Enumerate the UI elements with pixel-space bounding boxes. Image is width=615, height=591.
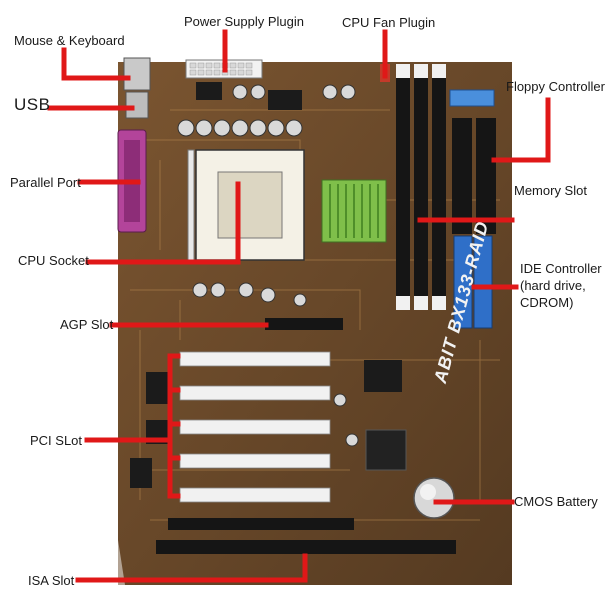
- cmos-battery-cell: [413, 477, 455, 519]
- label-floppy: Floppy Controller: [506, 79, 605, 94]
- floppy-connector-1: [452, 118, 472, 234]
- label-ide-line1: IDE Controller: [520, 261, 602, 276]
- chip-5: [364, 360, 402, 392]
- label-agp-slot: AGP Slot: [60, 317, 114, 332]
- ide-connector-2: [473, 235, 493, 329]
- leader-cpu-socket: [85, 181, 241, 265]
- cpu-socket-lever: [187, 149, 195, 261]
- label-isa-slot: ISA Slot: [28, 573, 75, 588]
- leader-pci-slot: [84, 353, 181, 443]
- label-pci-slot: PCI SLot: [30, 433, 83, 448]
- ps2-ports: [123, 57, 151, 91]
- label-mouse-keyboard: Mouse & Keyboard: [14, 33, 125, 48]
- chip-2: [196, 82, 222, 100]
- leader-floppy: [491, 97, 551, 163]
- chip-6: [130, 458, 152, 488]
- ide-raid-connector: [168, 518, 354, 530]
- leader-isa-slot: [75, 553, 308, 583]
- heatsink-fins: [329, 184, 379, 238]
- label-cmos-battery: CMOS Battery: [514, 494, 598, 509]
- leader-mouse-keyboard: [61, 47, 131, 81]
- capacitors: [177, 84, 359, 447]
- chip-1: [268, 90, 302, 110]
- agp-slot: [265, 318, 343, 330]
- label-cpu-fan: CPU Fan Plugin: [342, 15, 436, 30]
- pci-slots: [179, 351, 331, 503]
- label-ide-line3: CDROM): [520, 295, 574, 310]
- label-cpu-socket: CPU Socket: [18, 253, 89, 268]
- cpu-socket-inner: [217, 171, 283, 239]
- label-usb: USB: [14, 95, 51, 114]
- ide-connector-1: [453, 235, 473, 329]
- usb-ports: [125, 91, 149, 119]
- leader-lines: [47, 29, 551, 583]
- southbridge-chip: [365, 429, 407, 471]
- label-memory-slot: Memory Slot: [514, 183, 587, 198]
- dip-switch: [449, 89, 495, 107]
- label-ide-line2: (hard drive,: [520, 278, 586, 293]
- isa-slot: [156, 540, 456, 554]
- leader-pci-5: [167, 437, 181, 499]
- memory-slots: [396, 64, 446, 310]
- cmos-battery-highlight: [420, 484, 436, 500]
- power-connector-pins: [189, 62, 253, 76]
- label-parallel-port: Parallel Port: [10, 175, 81, 190]
- chip-3: [146, 372, 170, 404]
- floppy-connector-2: [476, 118, 496, 234]
- label-power-supply: Power Supply Plugin: [184, 14, 304, 29]
